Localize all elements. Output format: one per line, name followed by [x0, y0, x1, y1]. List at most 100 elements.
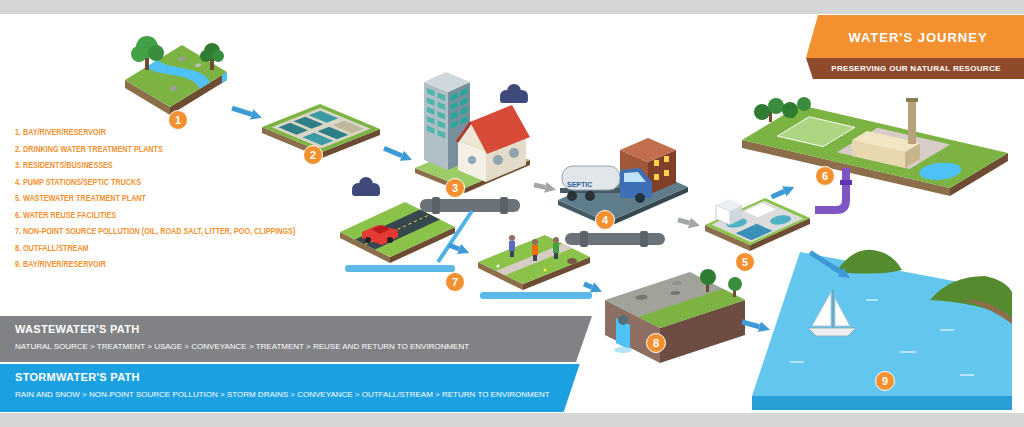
- septic-truck-tile-part: [664, 170, 669, 176]
- flow-arrow-internal: [449, 245, 459, 249]
- flow-arrow: [678, 220, 689, 223]
- bay-tile-part: [790, 300, 974, 375]
- band-heading: STORMWATER'S PATH: [15, 371, 140, 384]
- park-tile-part: [496, 244, 572, 275]
- legend-list-item: 2. DRINKING WATER TREATMENT PLANTS: [15, 143, 163, 155]
- stage-tile: 1: [122, 36, 232, 134]
- bay-tile: [752, 250, 1012, 410]
- septic-truck-tile-part: [635, 193, 645, 203]
- outfall-tile-part: [614, 347, 632, 353]
- outfall-tile-part: [668, 290, 682, 296]
- reuse-facility-tile-part: [767, 113, 991, 183]
- river-tile-part: [212, 50, 224, 62]
- river-tile-part: [131, 46, 147, 62]
- reuse-facility-tile-part: [837, 128, 950, 169]
- sewer-pipe-part: [580, 231, 588, 247]
- storm-pipe: [345, 211, 592, 299]
- park-tile: [478, 235, 590, 290]
- treatment-plant-tile-part: [262, 104, 380, 152]
- wastewater-plant-tile-part: [736, 224, 773, 240]
- subtitle: PRESERVING OUR NATURAL RESOURCE: [831, 64, 1000, 74]
- park-tile-part: [567, 258, 577, 264]
- residence-tile-part: [470, 105, 530, 154]
- callout-number: 3: [452, 182, 458, 194]
- wastewater-plant-tile: [705, 198, 810, 251]
- diagram-title: WATER'S JOURNEY: [848, 30, 987, 45]
- residence-tile-part: [427, 97, 435, 106]
- outfall-tile-part: [728, 277, 742, 291]
- title-ribbon-part: [806, 15, 1024, 58]
- sewer-pipe-part: [432, 197, 440, 214]
- callout-number: 5: [742, 256, 748, 268]
- residence-tile-part: [451, 111, 458, 120]
- callout-number: 9: [882, 375, 888, 387]
- park-tile-part: [532, 245, 538, 255]
- bay-tile-part: [960, 299, 1012, 324]
- residence-tile-part: [451, 120, 458, 129]
- sewer-pipe-part: [500, 197, 508, 214]
- bay-tile-part: [836, 250, 902, 274]
- outfall-tile-part: [618, 315, 628, 325]
- reuse-facility-tile-part: [777, 117, 855, 147]
- stage-tile: 5: [700, 197, 810, 275]
- path-band: STORMWATER'S PATHRAIN AND SNOW > NON-POI…: [0, 364, 580, 412]
- label-box: 5. WASTEWATER TREATMENT PLANT: [15, 187, 179, 205]
- label-box: SEPTIC: [567, 173, 592, 191]
- flow-arrow: [534, 185, 545, 188]
- flow-arrow: [232, 108, 252, 114]
- road-tile-part: [372, 225, 390, 234]
- residence-tile-part: [460, 97, 467, 106]
- bay-tile-part: [752, 252, 1012, 396]
- label-box: 6. WATER REUSE FACILITIES: [15, 204, 141, 222]
- callout-circle: 6: [815, 166, 835, 186]
- vehicle-label: SEPTIC: [567, 181, 592, 189]
- residence-tile-part: [427, 116, 435, 125]
- title-ribbon: [806, 15, 1024, 79]
- residence-tile-part: [424, 72, 470, 92]
- septic-truck-tile-part: [585, 191, 595, 201]
- label-box: PRESERVING OUR NATURAL RESOURCE: [808, 59, 1024, 79]
- river-tile-part: [200, 50, 212, 62]
- park-tile-part: [533, 255, 537, 261]
- wastewater-plant-tile-part: [744, 203, 776, 217]
- road-tile-part: [362, 225, 398, 245]
- septic-truck-tile-part: [654, 160, 659, 166]
- flow-arrow: [384, 148, 402, 156]
- residence-tile-part: [457, 122, 471, 142]
- road-tile-part: [340, 202, 455, 257]
- callout-circle: 7: [445, 272, 465, 292]
- river-tile: [125, 36, 227, 115]
- park-tile-part: [553, 237, 559, 243]
- residence-tile-part: [437, 102, 445, 111]
- band-shape: [0, 316, 592, 362]
- callout-circle: 3: [445, 178, 465, 198]
- septic-truck-tile-part: [620, 168, 652, 198]
- legend-list-item: 7. NON-POINT SOURCE POLLUTION (OIL, ROAD…: [15, 225, 295, 237]
- reuse-facility-tile-part: [754, 104, 770, 120]
- band-heading: WASTEWATER'S PATH: [15, 323, 139, 336]
- stage-tile: 7: [336, 232, 584, 296]
- bay-tile-part: [832, 290, 833, 328]
- bay-tile-part: [835, 298, 850, 326]
- park-tile-part: [532, 239, 538, 245]
- reuse-facility-tile-part: [911, 160, 970, 183]
- path-band: WASTEWATER'S PATHNATURAL SOURCE > TREATM…: [0, 316, 592, 362]
- frame-strip-part: [0, 0, 1024, 14]
- park-tile-part: [553, 243, 559, 253]
- outfall-tile-part: [638, 289, 745, 328]
- residence-tile-part: [424, 82, 448, 170]
- callout-number: 1: [175, 114, 181, 126]
- band-fill: [0, 364, 580, 412]
- river-tile-part: [148, 45, 164, 61]
- title-ribbon-part: [806, 58, 1024, 79]
- legend-list-item: 8. OUTFALL/STREAM: [15, 242, 89, 254]
- callout-circle: 9: [875, 371, 895, 391]
- callout-circle: 4: [595, 210, 615, 230]
- treatment-plant-tile-part: [271, 108, 370, 148]
- callout-number: 6: [822, 170, 828, 182]
- residence-tile-part: [460, 116, 467, 125]
- legend-list-item: 3. RESIDENTS/BUSINESSES: [15, 159, 113, 171]
- residence-tile-part: [437, 130, 445, 139]
